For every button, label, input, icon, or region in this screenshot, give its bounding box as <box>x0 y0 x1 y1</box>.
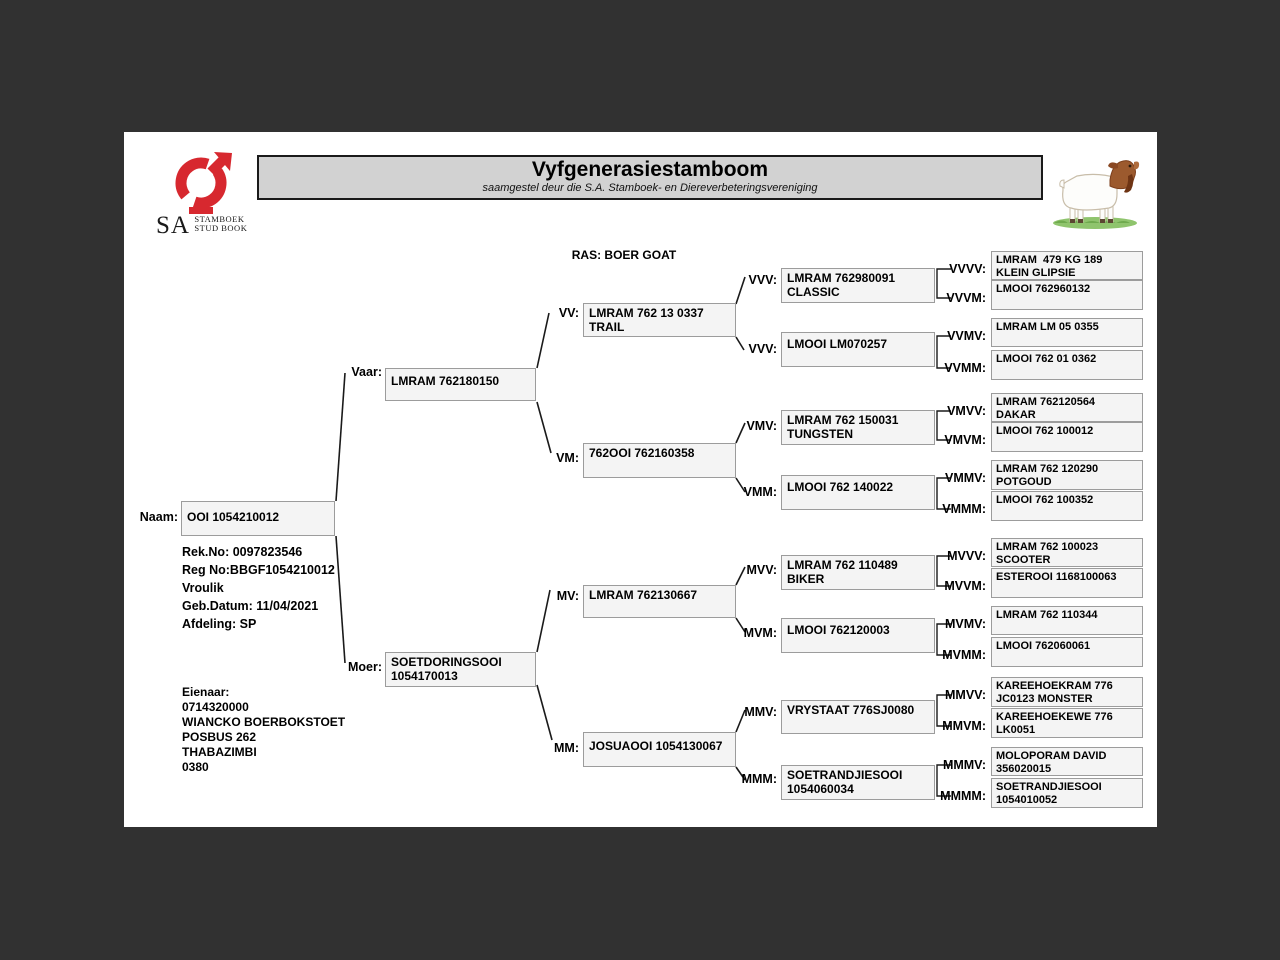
sa-stamboek-logo-icon <box>175 152 232 214</box>
mmmm-label: MMMM: <box>940 789 986 803</box>
mvvv-label: MVVV: <box>947 549 986 563</box>
vmv-label: VMV: <box>746 419 777 433</box>
pedigree-box-mmv: VRYSTAAT 776SJ0080 <box>781 700 935 734</box>
page-title: Vyfgenerasiestamboom <box>531 158 769 181</box>
sex: Vroulik <box>182 581 224 595</box>
pedigree-box-vmvm: LMOOI 762 100012 <box>991 422 1143 452</box>
mmv-label: MMV: <box>744 705 777 719</box>
mmmv-label: MMMV: <box>942 758 986 772</box>
reg-no: Reg No:BBGF1054210012 <box>182 563 335 577</box>
pedigree-box-vmv: LMRAM 762 150031 TUNGSTEN <box>781 410 935 445</box>
mvvm-label: MVVM: <box>944 579 986 593</box>
moer-label: Moer: <box>347 660 382 674</box>
mvmv-label: MVMV: <box>945 617 986 631</box>
vvmm-label: VVMM: <box>944 361 986 375</box>
pedigree-box-vvvm: LMOOI 762960132 <box>991 280 1143 310</box>
vmmm-label: VMMM: <box>942 502 986 516</box>
pedigree-box-vvmv: LMRAM LM 05 0355 <box>991 318 1143 347</box>
pedigree-box-mmvv: KAREEHOEKRAM 776 JC0123 MONSTER <box>991 677 1143 707</box>
pedigree-box-mmm: SOETRANDJIESOOI 1054060034 <box>781 765 935 800</box>
vvmv-label: VVMV: <box>947 329 986 343</box>
pedigree-box-vmm: LMOOI 762 140022 <box>781 475 935 510</box>
pedigree-box-mmmm: SOETRANDJIESOOI 1054010052 <box>991 778 1143 808</box>
pedigree-box-vmvv: LMRAM 762120564 DAKAR <box>991 393 1143 422</box>
pedigree-box-mmvm: KAREEHOEKEWE 776 LK0051 <box>991 708 1143 738</box>
pedigree-box-mvv: LMRAM 762 110489 BIKER <box>781 555 935 590</box>
pedigree-box-naam: OOI 1054210012 <box>181 501 335 536</box>
pedigree-box-mm: JOSUAOOI 1054130067 <box>583 732 736 767</box>
pedigree-box-mvvv: LMRAM 762 100023 SCOOTER <box>991 538 1143 567</box>
owner-heading: Eienaar: <box>182 685 230 699</box>
page-subtitle: saamgestel deur die S.A. Stamboek- en Di… <box>482 182 818 194</box>
vaar-label: Vaar: <box>351 365 382 379</box>
registration-details: Rek.No: 0097823546 Reg No:BBGF1054210012… <box>182 543 335 633</box>
pedigree-box-moer: SOETDORINGSOOI 1054170013 <box>385 652 536 687</box>
logo-sa-text: SA <box>156 212 190 239</box>
mvm-label: MVM: <box>743 626 777 640</box>
boer-goat-image <box>1053 160 1140 229</box>
owner-address-2: THABAZIMBI <box>182 745 257 759</box>
pedigree-box-vvvv: LMRAM 479 KG 189 KLEIN GLIPSIE <box>991 251 1143 280</box>
owner-name: WIANCKO BOERBOKSTOET <box>182 715 346 729</box>
birth-date: Geb.Datum: 11/04/2021 <box>182 599 319 613</box>
vmvv-label: VMVV: <box>947 404 986 418</box>
pedigree-box-mmmv: MOLOPORAM DAVID 356020015 <box>991 747 1143 776</box>
vvvm-label: VVVM: <box>946 291 986 305</box>
pedigree-box-mvm: LMOOI 762120003 <box>781 618 935 653</box>
pedigree-box-mvvm: ESTEROOI 1168100063 <box>991 568 1143 598</box>
pedigree-box-mvmv: LMRAM 762 110344 <box>991 606 1143 635</box>
breed-label: RAS: BOER GOAT <box>571 248 677 262</box>
pedigree-box-vvv1: LMRAM 762980091 CLASSIC <box>781 268 935 303</box>
mmvm-label: MMVM: <box>942 719 986 733</box>
mv-label: MV: <box>556 589 579 603</box>
vmm-label: VMM: <box>743 485 777 499</box>
vmmv-label: VMMV: <box>945 471 986 485</box>
mvmm-label: MVMM: <box>942 648 986 662</box>
pedigree-box-vmmm: LMOOI 762 100352 <box>991 491 1143 521</box>
vvv2-label: VVV: <box>748 342 778 356</box>
vmvm-label: VMVM: <box>944 433 986 447</box>
rek-no: Rek.No: 0097823546 <box>182 545 303 559</box>
mm-label: MM: <box>554 741 579 755</box>
owner-phone: 0714320000 <box>182 700 249 714</box>
vv-label: VV: <box>558 306 579 320</box>
pedigree-box-vvmm: LMOOI 762 01 0362 <box>991 350 1143 380</box>
mmvv-label: MMVV: <box>945 688 986 702</box>
pedigree-box-mv: LMRAM 762130667 <box>583 585 736 618</box>
mvv-label: MVV: <box>746 563 777 577</box>
owner-address-1: POSBUS 262 <box>182 730 257 744</box>
section: Afdeling: SP <box>182 617 257 631</box>
vm-label: VM: <box>556 451 579 465</box>
naam-label: Naam: <box>139 510 178 524</box>
owner-details: Eienaar: 0714320000 WIANCKO BOERBOKSTOET… <box>182 685 345 775</box>
pedigree-box-vm: 762OOI 762160358 <box>583 443 736 478</box>
pedigree-box-vvv2: LMOOI LM070257 <box>781 332 935 367</box>
vvv1-label: VVV: <box>748 273 778 287</box>
pedigree-box-mvmm: LMOOI 762060061 <box>991 637 1143 667</box>
pedigree-box-vaar: LMRAM 762180150 <box>385 368 536 401</box>
pedigree-box-vv: LMRAM 762 13 0337 TRAIL <box>583 303 736 337</box>
pedigree-box-vmmv: LMRAM 762 120290 POTGOUD <box>991 460 1143 490</box>
mmm-label: MMM: <box>741 772 777 786</box>
owner-postal-code: 0380 <box>182 760 209 774</box>
title-bar: Vyfgenerasiestamboom saamgestel deur die… <box>257 155 1043 200</box>
vvvv-label: VVVV: <box>949 262 986 276</box>
